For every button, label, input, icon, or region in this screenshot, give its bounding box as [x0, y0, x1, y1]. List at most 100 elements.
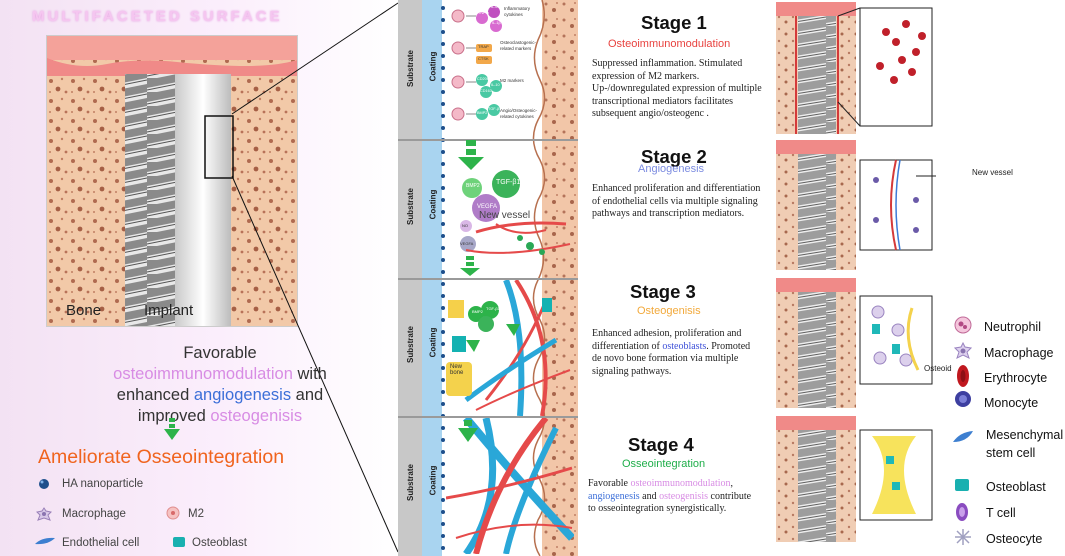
stage3-desc-part: . Promoted de novo bone formation via mu…	[592, 340, 751, 377]
stage2-implant	[776, 140, 936, 270]
stage1-implant	[776, 2, 933, 134]
legend-neutrophil: Neutrophil	[984, 320, 1041, 334]
panel-divider	[398, 278, 578, 280]
stage4-desc-part: ,	[730, 478, 734, 489]
bone-implant-illustration	[46, 35, 298, 327]
stage1-label-angio: Angio/Osteogenic-related cytokines	[500, 108, 538, 119]
stage4-desc-part: and	[639, 490, 660, 502]
ha-nanoparticle-icon	[39, 479, 49, 489]
summary-angiogenesis: angiogenesis	[193, 386, 292, 404]
stage2-new-vessel-label: New vessel	[479, 210, 531, 221]
stage4-implant	[776, 416, 933, 542]
erythrocyte-icon	[957, 365, 969, 387]
osteocyte-icon	[955, 529, 971, 545]
marker-trap: TRAP	[478, 44, 489, 49]
stage1-title: Stage 1	[641, 12, 707, 33]
stage3-implant	[776, 278, 933, 408]
osteoblast-icon	[173, 537, 185, 547]
stage3-desc-osteoblasts: osteoblasts	[662, 340, 707, 352]
stage3-description: Enhanced adhesion, proliferation and dif…	[592, 328, 752, 378]
ameliorate-heading: Ameliorate Osseointegration	[38, 446, 285, 468]
coating-label: Coating	[428, 465, 438, 496]
macrophage-icon	[954, 342, 972, 359]
summary-osteogenisis: osteogenisis	[210, 407, 303, 425]
stage1-mechanism-svg	[451, 6, 502, 121]
legend-endothelial: Endothelial cell	[62, 537, 140, 549]
stage2-title: Stage 2	[641, 146, 707, 167]
stage4-desc-part: contribute to osseointegration synergist…	[588, 490, 752, 515]
legend-mesenchymal: Mesenchymal stem cell	[986, 428, 1064, 460]
summary-with: with	[292, 365, 327, 383]
stage3-new-bone-label: New bone	[450, 364, 464, 376]
coating-label: Coating	[428, 189, 438, 220]
t-cell-icon	[956, 503, 968, 521]
summary-enhanced: enhanced	[116, 386, 194, 404]
stage4-desc-part: Favorable	[588, 478, 631, 489]
summary-text: Favorable osteoimmunomodulation with enh…	[110, 343, 330, 427]
stage-implant-illustrations	[776, 2, 936, 542]
stage1-description: Suppressed inflammation. Stimulated expr…	[592, 58, 762, 119]
new-vessel-annotation: New vessel	[972, 168, 1013, 177]
legend-t-cell: T cell	[986, 506, 1016, 520]
stage2-tgf: TGF-β1	[496, 179, 521, 186]
stage2-mechanism-svg	[458, 140, 571, 276]
stage3-bmp2: BMP2	[472, 309, 483, 314]
mesenchymal-stem-cell-icon	[953, 431, 973, 442]
stage4-description: Favorable osteoimmunomodulation, angioge…	[588, 478, 754, 516]
summary-and: and	[291, 386, 324, 404]
stage4-mechanism-svg	[446, 418, 574, 554]
marker-cd163: CD163	[480, 89, 492, 93]
implant-label: Implant	[144, 302, 194, 319]
macrophage-icon	[36, 507, 52, 521]
summary-favorable: Favorable	[183, 344, 257, 362]
legend-m2: M2	[188, 508, 204, 520]
osteoid-annotation: Osteoid	[924, 364, 952, 373]
stage1-subtitle: Osteoimmunomodulation	[608, 38, 731, 50]
legend-macrophage-right: Macrophage	[984, 346, 1054, 360]
neutrophil-icon	[954, 316, 972, 334]
stage3-subtitle: Osteogenisis	[637, 305, 701, 317]
marker-tgfb1: TGF-β1	[488, 107, 502, 111]
down-arrow-icon	[164, 418, 180, 440]
stage3-tgf: TGF-β1	[486, 306, 500, 311]
marker-il10: IL-10	[491, 83, 500, 87]
bone-implant-svg	[47, 36, 297, 326]
endothelial-cell-icon	[35, 537, 55, 545]
marker-ctsk: CTSK	[478, 56, 489, 61]
legend-ha: HA nanoparticle	[62, 478, 144, 490]
stage3-mechanism-svg	[446, 280, 571, 416]
stage2-bmp2: BMP2	[466, 183, 480, 189]
stage2-subtitle: Angiogenesis	[638, 163, 705, 175]
stage3-desc-part: Enhanced adhesion, proliferation and dif…	[592, 328, 742, 352]
panel-divider	[398, 139, 578, 141]
substrate-label: Substrate	[405, 326, 415, 363]
stage2-vegfa2: VEGFA	[460, 241, 474, 246]
substrate-label: Substrate	[405, 50, 415, 87]
substrate-label: Substrate	[405, 464, 415, 501]
panel-title: MULTIFACETED SURFACE	[32, 8, 283, 25]
marker-bmp2: BMP2	[477, 111, 488, 115]
stage4-desc-osteogenisis: osteogenisis	[659, 490, 708, 502]
stage4-desc-angiogenesis: angiogenesis	[588, 490, 640, 502]
legend-erythrocyte: Erythrocyte	[984, 371, 1048, 385]
panel-divider	[398, 416, 578, 418]
m2-icon	[166, 506, 180, 520]
legend-macrophage: Macrophage	[62, 508, 126, 520]
bone-label: Bone	[66, 302, 102, 319]
stage2-description: Enhanced proliferation and differentiati…	[592, 183, 761, 219]
stage4-subtitle: Osseointegration	[622, 458, 706, 470]
summary-osteoimmuno: osteoimmunomodulation	[113, 365, 293, 383]
stage1-label-m2: M2 markers	[500, 78, 524, 83]
substrate-label: Substrate	[405, 188, 415, 225]
marker-il1b: IL-1β	[492, 21, 501, 25]
marker-il6: IL-6	[491, 5, 498, 9]
legend-osteoblast-right: Osteoblast	[986, 480, 1046, 494]
osteoblast-icon	[955, 479, 969, 491]
stage2-vegfa: VEGFA	[477, 204, 498, 210]
ha-particle-column	[441, 6, 445, 550]
marker-tnf: TNF-α	[478, 11, 489, 15]
stage3-title: Stage 3	[630, 281, 696, 302]
marker-cd206: CD206	[477, 77, 489, 81]
coating-label: Coating	[428, 51, 438, 82]
